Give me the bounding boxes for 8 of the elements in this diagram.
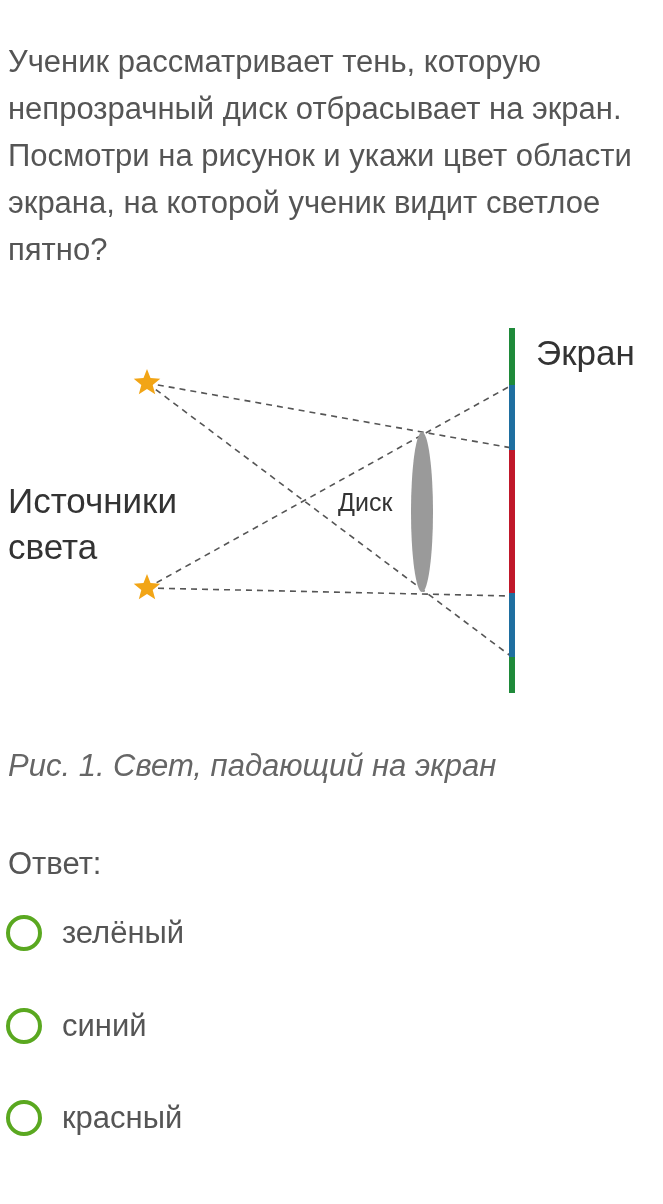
question-text: Ученик рассматривает тень, которую непрозрачный диск отбрасывает на экран. Посмотри на рисунок и укажи цвет области экрана, на которой ученик видит светлое пятно? [8, 43, 633, 269]
answer-option: синий [62, 1008, 147, 1044]
figure-caption: Рис. 1. Свет, падающий на экран [8, 748, 497, 784]
answer-option: зелёный [62, 915, 185, 951]
light-sources-label: Источники света [8, 480, 178, 568]
answer-option: красный [62, 1100, 183, 1136]
screen-label: Экран [536, 333, 635, 373]
answer-label: Ответ: [8, 846, 102, 882]
